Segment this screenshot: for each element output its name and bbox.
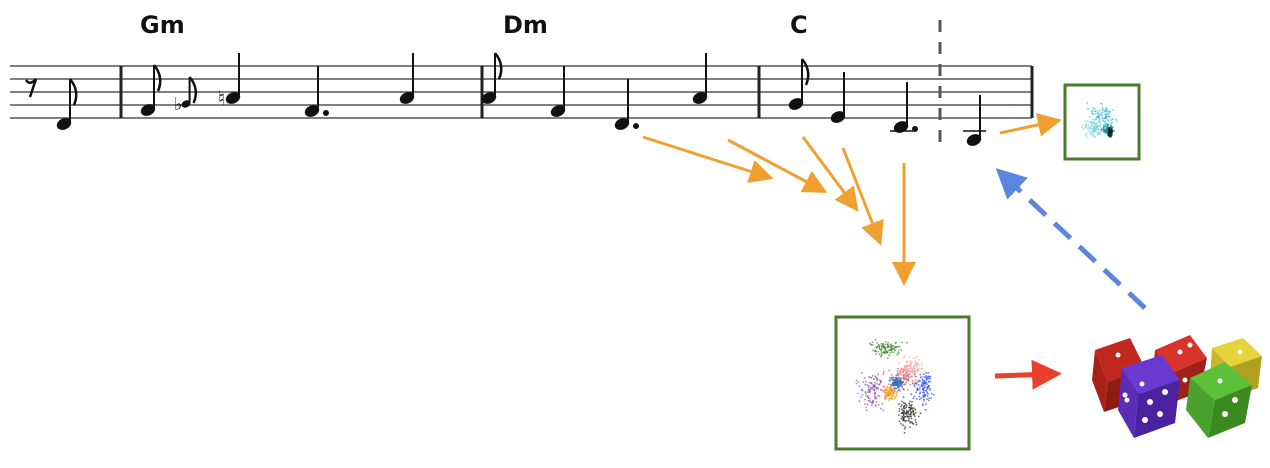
chord-label-dm: Dm <box>503 11 548 39</box>
sample-arrow <box>994 359 1062 390</box>
scatter-cloud-small-icon <box>1081 101 1118 139</box>
barlines <box>119 66 1034 118</box>
chord-label-gm: Gm <box>140 11 185 39</box>
context-arrows <box>642 113 1062 286</box>
natural-icon: ♮ <box>218 86 225 110</box>
flat-icon: ♭ <box>174 94 183 115</box>
die-purple <box>1118 355 1180 438</box>
predicted-distribution-box <box>1063 83 1141 161</box>
feedback-arrow <box>995 168 1147 310</box>
melody-notes: ♭♮ <box>24 52 986 146</box>
eighth-rest-icon <box>24 78 38 98</box>
scatter-cloud-mixture-icon <box>855 338 935 434</box>
dice-icon <box>1092 335 1262 438</box>
chord-label-c: C <box>790 11 808 39</box>
music-staff <box>10 65 1032 119</box>
